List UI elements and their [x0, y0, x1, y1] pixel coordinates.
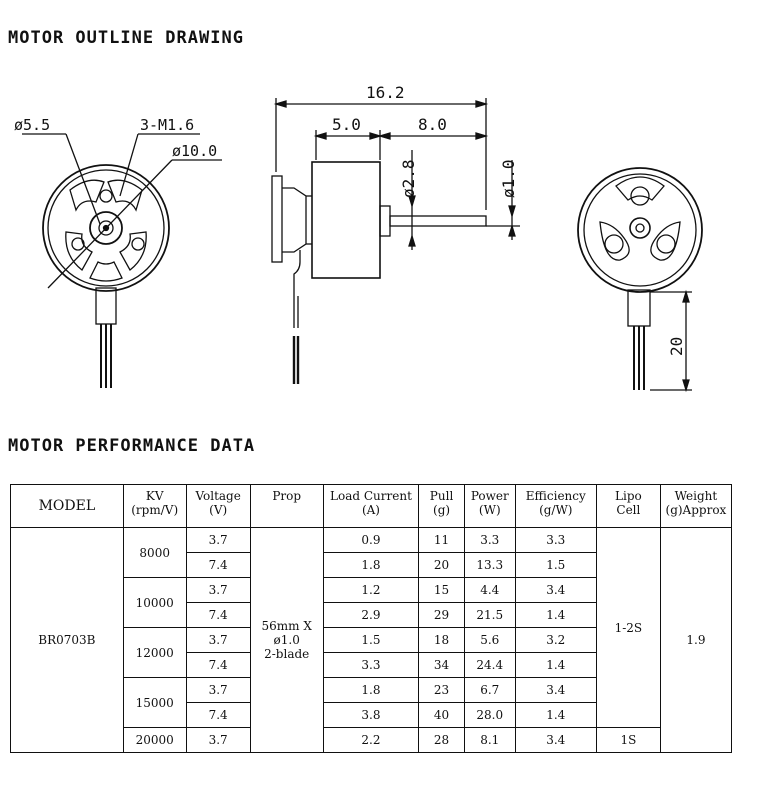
- efficiency-cell: 1.4: [514, 652, 597, 678]
- table-row: 10000 3.7 1.2 15 4.4 3.4: [11, 577, 732, 628]
- back-view: 20: [577, 167, 703, 393]
- table-row: 7.4 3.3 34 24.4 1.4: [11, 652, 732, 678]
- voltage-cell: 3.7: [185, 577, 251, 603]
- current-cell: 2.9: [322, 602, 420, 628]
- table-header-row: MODEL KV(rpm/V) Voltage(V) Prop Load Cur…: [10, 484, 733, 528]
- power-cell: 24.4: [463, 652, 516, 678]
- header-efficiency: Efficiency(g/W): [514, 484, 597, 528]
- pull-cell: 23: [418, 677, 465, 703]
- outline-heading: MOTOR OUTLINE DRAWING: [8, 28, 244, 48]
- voltage-cell: 3.7: [185, 527, 251, 553]
- efficiency-cell: 3.3: [514, 527, 597, 553]
- header-weight: Weight(g)Approx: [659, 484, 733, 528]
- model-cell: BR0703B: [10, 527, 124, 753]
- voltage-cell: 7.4: [185, 652, 251, 678]
- voltage-cell: 3.7: [185, 677, 251, 703]
- side-shaft-length-label: 8.0: [418, 115, 447, 134]
- power-cell: 13.3: [463, 552, 516, 578]
- pull-cell: 11: [418, 527, 465, 553]
- voltage-cell: 7.4: [185, 552, 251, 578]
- front-shaft-dia-label: ø5.5: [14, 116, 50, 134]
- weight-cell: 1.9: [659, 527, 733, 753]
- power-cell: 8.1: [463, 727, 516, 753]
- pull-cell: 28: [418, 727, 465, 753]
- side-shaft-dia-label: ø1.0: [499, 159, 518, 198]
- current-cell: 1.8: [322, 552, 420, 578]
- kv-cell: 12000: [122, 627, 187, 678]
- efficiency-cell: 3.4: [514, 577, 597, 603]
- lipo-cell-last: 1S: [595, 727, 661, 753]
- header-model: MODEL: [10, 484, 124, 528]
- kv-cell: 15000: [122, 677, 187, 728]
- header-power: Power(W): [463, 484, 516, 528]
- efficiency-cell: 3.4: [514, 677, 597, 703]
- voltage-cell: 3.7: [185, 627, 251, 653]
- header-current: Load Current(A): [322, 484, 420, 528]
- pull-cell: 18: [418, 627, 465, 653]
- power-cell: 5.6: [463, 627, 516, 653]
- header-voltage: Voltage(V): [185, 484, 251, 528]
- current-cell: 1.5: [322, 627, 420, 653]
- power-cell: 6.7: [463, 677, 516, 703]
- power-cell: 3.3: [463, 527, 516, 553]
- pull-cell: 40: [418, 702, 465, 728]
- performance-heading: MOTOR PERFORMANCE DATA: [8, 436, 256, 456]
- kv-cell: 20000: [122, 727, 187, 753]
- voltage-cell: 7.4: [185, 602, 251, 628]
- table-row: 7.4 1.8 20 13.3 1.5: [11, 552, 732, 578]
- efficiency-cell: 1.4: [514, 602, 597, 628]
- header-kv: KV(rpm/V): [122, 484, 187, 528]
- current-cell: 3.3: [322, 652, 420, 678]
- table-row: 15000 3.7 1.8 23 6.7 3.4: [11, 677, 732, 728]
- power-cell: 4.4: [463, 577, 516, 603]
- side-length-label: 16.2: [366, 83, 405, 102]
- pull-cell: 20: [418, 552, 465, 578]
- side-bell-label: 5.0: [332, 115, 361, 134]
- pull-cell: 15: [418, 577, 465, 603]
- voltage-cell: 3.7: [185, 727, 251, 753]
- table-row: 12000 3.7 1.5 18 5.6 3.2: [11, 627, 732, 678]
- efficiency-cell: 3.4: [514, 727, 597, 753]
- current-cell: 3.8: [322, 702, 420, 728]
- kv-cell: 8000: [122, 527, 187, 578]
- current-cell: 1.8: [322, 677, 420, 703]
- table-row: 20000 3.7 2.2 28 8.1 3.4 1S: [11, 727, 732, 753]
- efficiency-cell: 1.5: [514, 552, 597, 578]
- side-view: 16.2 5.0 8.0 ø2.8 ø1.0: [271, 83, 520, 384]
- front-view: ø5.5 3-M1.6 ø10.0: [14, 116, 222, 388]
- current-cell: 0.9: [322, 527, 420, 553]
- current-cell: 2.2: [322, 727, 420, 753]
- performance-table: MODEL KV(rpm/V) Voltage(V) Prop Load Cur…: [10, 484, 733, 753]
- back-wire-length-label: 20: [667, 337, 686, 356]
- header-pull: Pull(g): [418, 484, 465, 528]
- pull-cell: 34: [418, 652, 465, 678]
- power-cell: 28.0: [463, 702, 516, 728]
- power-cell: 21.5: [463, 602, 516, 628]
- lipo-cell: 1-2S: [595, 527, 661, 728]
- current-cell: 1.2: [322, 577, 420, 603]
- front-body-dia-label: ø10.0: [172, 142, 217, 160]
- efficiency-cell: 1.4: [514, 702, 597, 728]
- motor-outline-drawing: ø5.5 3-M1.6 ø10.0 16.2 5.0 8.0: [14, 83, 703, 393]
- efficiency-cell: 3.2: [514, 627, 597, 653]
- kv-cell: 10000: [122, 577, 187, 628]
- pull-cell: 29: [418, 602, 465, 628]
- front-holes-label: 3-M1.6: [140, 116, 194, 134]
- header-prop: Prop: [249, 484, 324, 528]
- side-hub-dia-label: ø2.8: [399, 159, 418, 198]
- voltage-cell: 7.4: [185, 702, 251, 728]
